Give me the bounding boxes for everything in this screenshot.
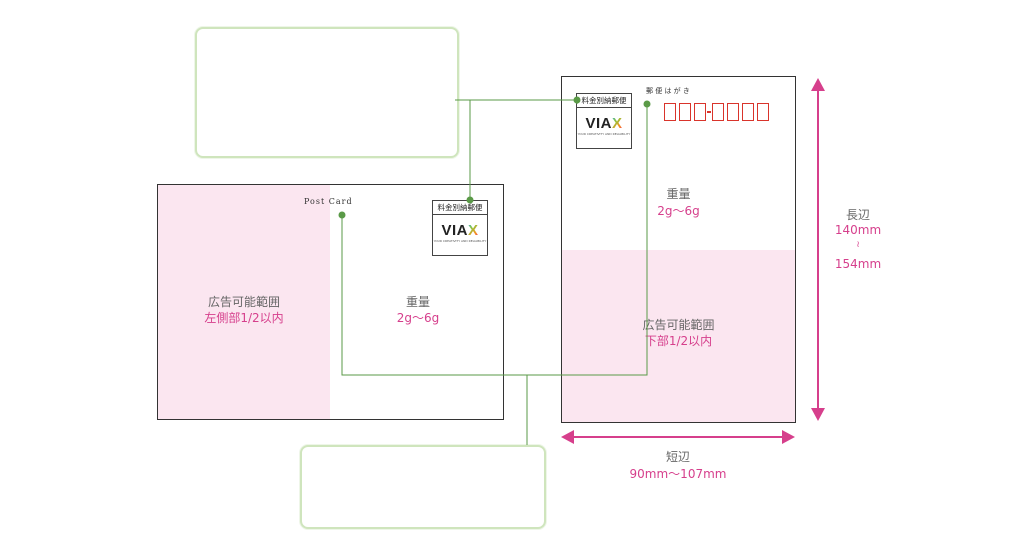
portrait-ad-area [562,250,795,422]
portrait-header-label: 郵 便 は が き [646,87,690,95]
short-side-title: 短辺 [665,450,690,464]
callout-box-top [195,27,459,158]
connector-dot [466,196,474,204]
long-side-tilde: ≀ [856,240,860,250]
portrait-ad-area-value: 下部1/2以内 [644,334,713,348]
zip-box [664,103,676,121]
landscape-stamp: 料金別納郵便 VIAX YOUR CREATIVITY AND RELIABIL… [432,200,488,256]
long-side-title: 長辺 [845,208,870,222]
landscape-ad-area-value: 左側部1/2以内 [204,311,284,325]
short-side-arrowhead-left [561,430,574,444]
viax-logo: VIAX [441,222,479,239]
landscape-weight-value: 2g〜6g [396,311,440,325]
short-side-value: 90mm〜107mm [629,467,727,481]
portrait-weight-value: 2g〜6g [657,204,700,218]
long-side-max: 154mm [834,257,882,271]
zip-hyphen [707,111,711,113]
zip-box [694,103,706,121]
portrait-postcard: 郵 便 は が き 料金別納郵便 VIAX YOUR CREATIVITY AN… [561,76,796,423]
portrait-ad-area-title: 広告可能範囲 [642,318,715,332]
viax-tagline: YOUR CREATIVITY AND RELIABILITY [577,132,631,136]
portrait-weight-title: 重量 [666,187,691,201]
zip-box [757,103,769,121]
landscape-ad-area [158,185,330,419]
long-side-arrowhead-up [811,78,825,91]
zip-box [712,103,724,121]
short-side-arrowhead-right [782,430,795,444]
zip-code-boxes [664,103,778,121]
zip-box [679,103,691,121]
landscape-postcard: Post Card 広告可能範囲 左側部1/2以内 重量 2g〜6g 料金別納郵… [157,184,504,420]
stamp-label: 料金別納郵便 [433,201,487,215]
callout-box-bottom [300,445,546,529]
viax-tagline: YOUR CREATIVITY AND RELIABILITY [433,239,487,243]
stamp-label: 料金別納郵便 [577,94,631,108]
connector-dot [573,96,581,104]
long-side-min: 140mm [834,223,882,237]
connector-postcard-labels [341,104,648,376]
long-side-arrowhead-down [811,408,825,421]
connector-top-callout-to-stamps [455,99,578,104]
post-card-label: Post Card [304,197,353,206]
portrait-stamp: 料金別納郵便 VIAX YOUR CREATIVITY AND RELIABIL… [576,93,632,149]
landscape-ad-area-title: 広告可能範囲 [207,295,280,309]
viax-logo: VIAX [585,115,623,132]
zip-box [742,103,754,121]
zip-box [727,103,739,121]
connector-dot [338,211,346,219]
connector-dot [643,100,651,108]
landscape-weight-title: 重量 [405,295,430,309]
